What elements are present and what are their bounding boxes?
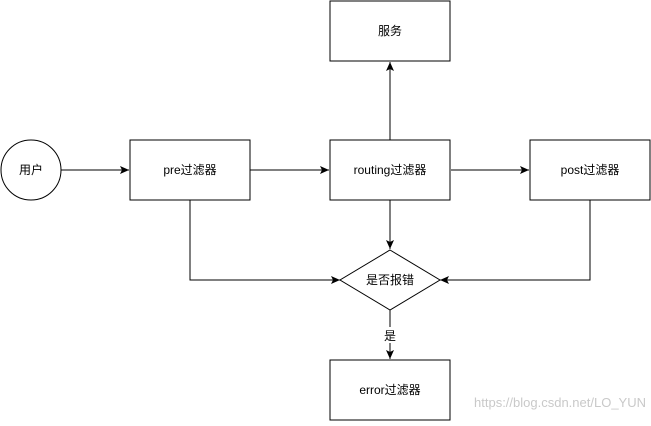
node-post-filter-label: post过滤器: [561, 163, 620, 177]
node-post-filter: post过滤器: [529, 139, 651, 201]
node-user: 用户: [0, 139, 62, 201]
edge-post-to-decision: [440, 200, 591, 284]
edges: [61, 62, 591, 359]
node-service: 服务: [329, 0, 451, 62]
node-error-filter: error过滤器: [329, 359, 451, 421]
node-error-filter-label: error过滤器: [359, 383, 420, 397]
node-decision-label: 是否报错: [366, 272, 414, 287]
node-routing-filter: routing过滤器: [329, 139, 451, 201]
node-user-label: 用户: [19, 162, 43, 177]
node-service-label: 服务: [378, 23, 402, 38]
node-routing-filter-label: routing过滤器: [354, 163, 427, 177]
node-pre-filter: pre过滤器: [129, 139, 251, 201]
edge-label-yes: 是: [384, 329, 396, 343]
node-decision: 是否报错: [339, 249, 441, 311]
node-pre-filter-label: pre过滤器: [163, 163, 216, 177]
edge-pre-to-decision: [189, 200, 340, 284]
watermark: https://blog.csdn.net/LO_YUN: [474, 395, 646, 410]
